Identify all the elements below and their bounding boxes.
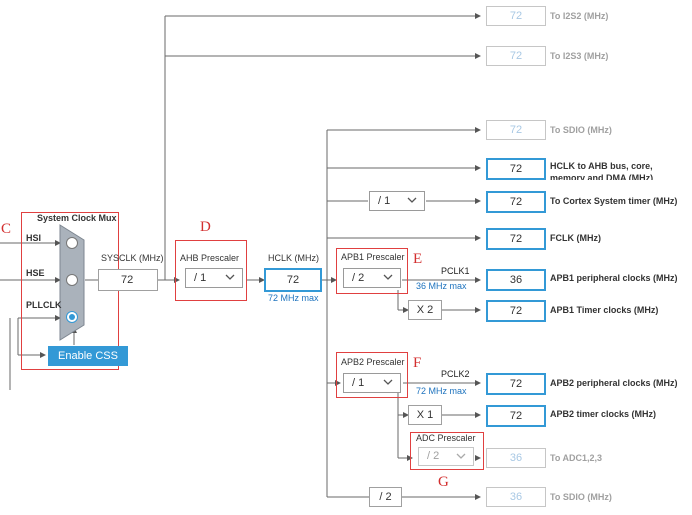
apb2-peripheral-value[interactable]: 72 <box>486 373 546 395</box>
pclk1-label: PCLK1 <box>441 266 470 276</box>
cortex-divider-value: / 1 <box>378 195 391 207</box>
mux-title: System Clock Mux <box>37 213 117 223</box>
cortex-value[interactable]: 72 <box>486 191 546 213</box>
sdio-top-label: To SDIO (MHz) <box>550 125 612 135</box>
apb2-prescaler-value: / 1 <box>352 377 365 389</box>
adc-annotation-box <box>410 432 484 470</box>
apb2-annotation-box <box>336 352 408 398</box>
hsi-label: HSI <box>26 233 42 243</box>
hse-label: HSE <box>26 268 45 278</box>
ahb-annotation-box <box>175 240 247 301</box>
apb1-timer-label: APB1 Timer clocks (MHz) <box>550 305 659 315</box>
radio-hsi[interactable] <box>66 237 78 249</box>
chevron-down-icon <box>383 274 393 280</box>
apb2-timer-multiplier: X 1 <box>408 405 442 425</box>
annotation-letter-g: G <box>438 474 449 490</box>
chevron-down-icon <box>383 379 393 385</box>
apb1-prescaler-value: / 2 <box>352 272 365 284</box>
i2s3-label: To I2S3 (MHz) <box>550 51 609 61</box>
annotation-letter-e: E <box>413 251 423 267</box>
radio-pllclk[interactable] <box>66 311 78 323</box>
apb2-prescaler-select[interactable]: / 1 <box>343 373 401 393</box>
apb2-prescaler-label: APB2 Prescaler <box>341 357 405 367</box>
adc-prescaler-select[interactable]: / 2 <box>418 447 474 466</box>
sdio-bottom-label: To SDIO (MHz) <box>550 492 612 502</box>
adc-prescaler-value: / 2 <box>427 450 440 462</box>
chevron-down-icon <box>225 274 235 280</box>
adc-label: To ADC1,2,3 <box>550 453 603 463</box>
i2s2-label: To I2S2 (MHz) <box>550 11 609 21</box>
annotation-letter-f: F <box>413 355 422 371</box>
apb1-peripheral-label: APB1 peripheral clocks (MHz) <box>550 273 678 283</box>
sysclk-label: SYSCLK (MHz) <box>101 253 164 263</box>
sdio-divider-value: / 2 <box>369 487 402 507</box>
apb1-prescaler-select[interactable]: / 2 <box>343 268 401 288</box>
ahb-prescaler-select[interactable]: / 1 <box>185 268 243 288</box>
apb1-peripheral-value[interactable]: 36 <box>486 269 546 291</box>
annotation-letter-d: D <box>200 219 211 235</box>
ahb-prescaler-label: AHB Prescaler <box>180 253 240 263</box>
pllclk-label: PLLCLK <box>26 300 62 310</box>
sysclk-value[interactable]: 72 <box>98 269 158 291</box>
sdio-top-value[interactable]: 72 <box>486 120 546 140</box>
apb2-peripheral-label: APB2 peripheral clocks (MHz) <box>550 378 678 388</box>
pclk2-label: PCLK2 <box>441 369 470 379</box>
radio-pllclk-dot <box>69 314 75 320</box>
adc-value[interactable]: 36 <box>486 448 546 468</box>
mux-annotation-box <box>21 212 119 370</box>
ahb-prescaler-value: / 1 <box>194 272 207 284</box>
hclk-max-label: 72 MHz max <box>268 293 319 303</box>
apb1-annotation-box <box>336 248 408 294</box>
chevron-down-icon <box>407 197 417 203</box>
hclk-label: HCLK (MHz) <box>268 253 319 263</box>
annotation-letter-c: C <box>1 221 12 237</box>
chevron-down-icon <box>456 453 466 459</box>
apb2-timer-value[interactable]: 72 <box>486 405 546 427</box>
adc-prescaler-label: ADC Prescaler <box>416 433 476 443</box>
apb1-prescaler-label: APB1 Prescaler <box>341 252 405 262</box>
enable-css-button[interactable]: Enable CSS <box>48 346 128 366</box>
apb2-max-label: 72 MHz max <box>416 386 467 396</box>
sdio-bottom-value[interactable]: 36 <box>486 487 546 507</box>
i2s3-value[interactable]: 72 <box>486 46 546 66</box>
hclk-ahb-label: HCLK to AHB bus, core, memory and DMA (M… <box>550 161 654 180</box>
cortex-label: To Cortex System timer (MHz) <box>550 196 678 206</box>
fclk-label: FCLK (MHz) <box>550 233 601 243</box>
hclk-ahb-value[interactable]: 72 <box>486 158 546 180</box>
fclk-value[interactable]: 72 <box>486 228 546 250</box>
apb1-timer-value[interactable]: 72 <box>486 300 546 322</box>
apb1-timer-multiplier: X 2 <box>408 300 442 320</box>
apb1-max-label: 36 MHz max <box>416 281 467 291</box>
apb2-timer-label: APB2 timer clocks (MHz) <box>550 409 657 419</box>
radio-hse[interactable] <box>66 274 78 286</box>
i2s2-value[interactable]: 72 <box>486 6 546 26</box>
cortex-divider-select[interactable]: / 1 <box>369 191 425 211</box>
hclk-value[interactable]: 72 <box>264 268 322 292</box>
